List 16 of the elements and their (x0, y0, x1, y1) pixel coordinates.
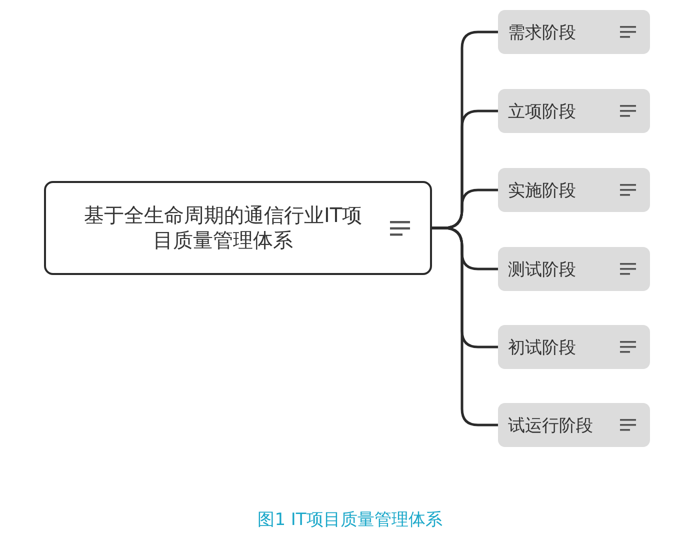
topic-box (44, 181, 432, 275)
stage-text: 测试阶段 (508, 258, 576, 280)
stage-box (498, 403, 650, 447)
stage-box (498, 89, 650, 133)
figure-caption: 图1 IT项目质量管理体系 (256, 509, 444, 531)
topic-text: 基于全生命周期的通信行业IT项目质量管理体系 (82, 203, 364, 253)
brace-connector (432, 226, 498, 426)
stage-box (498, 325, 650, 369)
stage-text: 试运行阶段 (508, 414, 593, 436)
stage-text: 立项阶段 (508, 100, 576, 122)
stage-box (498, 168, 650, 212)
stage-text: 初试阶段 (508, 336, 576, 358)
stage-box (498, 10, 650, 54)
stage-text: 实施阶段 (508, 180, 576, 202)
stage-box (498, 247, 650, 291)
stage-text: 需求阶段 (508, 22, 576, 44)
